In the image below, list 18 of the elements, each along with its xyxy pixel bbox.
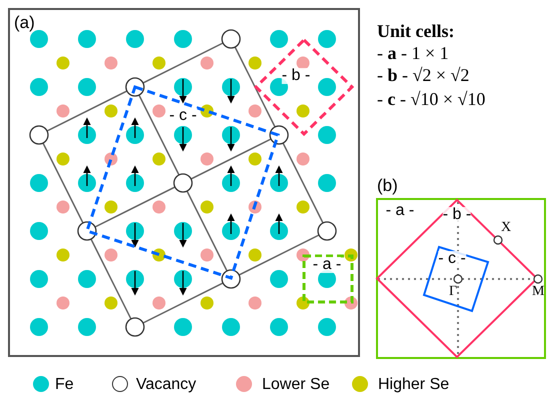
legend-label: Vacancy bbox=[136, 377, 196, 393]
point-label: M bbox=[532, 285, 544, 299]
legend-label: Higher Se bbox=[378, 377, 450, 393]
panel-label: (a) bbox=[14, 14, 35, 31]
cell-label: - b - bbox=[442, 207, 472, 223]
cell-label: - b - bbox=[282, 68, 310, 84]
point-label: Γ bbox=[449, 285, 458, 299]
unit-cell-text: - b - √2 × √2 bbox=[377, 66, 470, 84]
legend-heading: Unit cells: bbox=[377, 22, 454, 40]
cell-label: - c - bbox=[438, 251, 466, 267]
point-label: X bbox=[501, 221, 512, 235]
legend-label: Lower Se bbox=[262, 377, 330, 393]
unit-cell-text: - c - √10 × √10 bbox=[377, 90, 486, 108]
legend-label: Fe bbox=[55, 377, 74, 393]
cell-label: - a - bbox=[312, 257, 342, 273]
panel-label: (b) bbox=[377, 177, 398, 194]
unit-cell-text: - a - 1 × 1 bbox=[377, 44, 449, 62]
cell-label: - a - bbox=[386, 203, 414, 219]
